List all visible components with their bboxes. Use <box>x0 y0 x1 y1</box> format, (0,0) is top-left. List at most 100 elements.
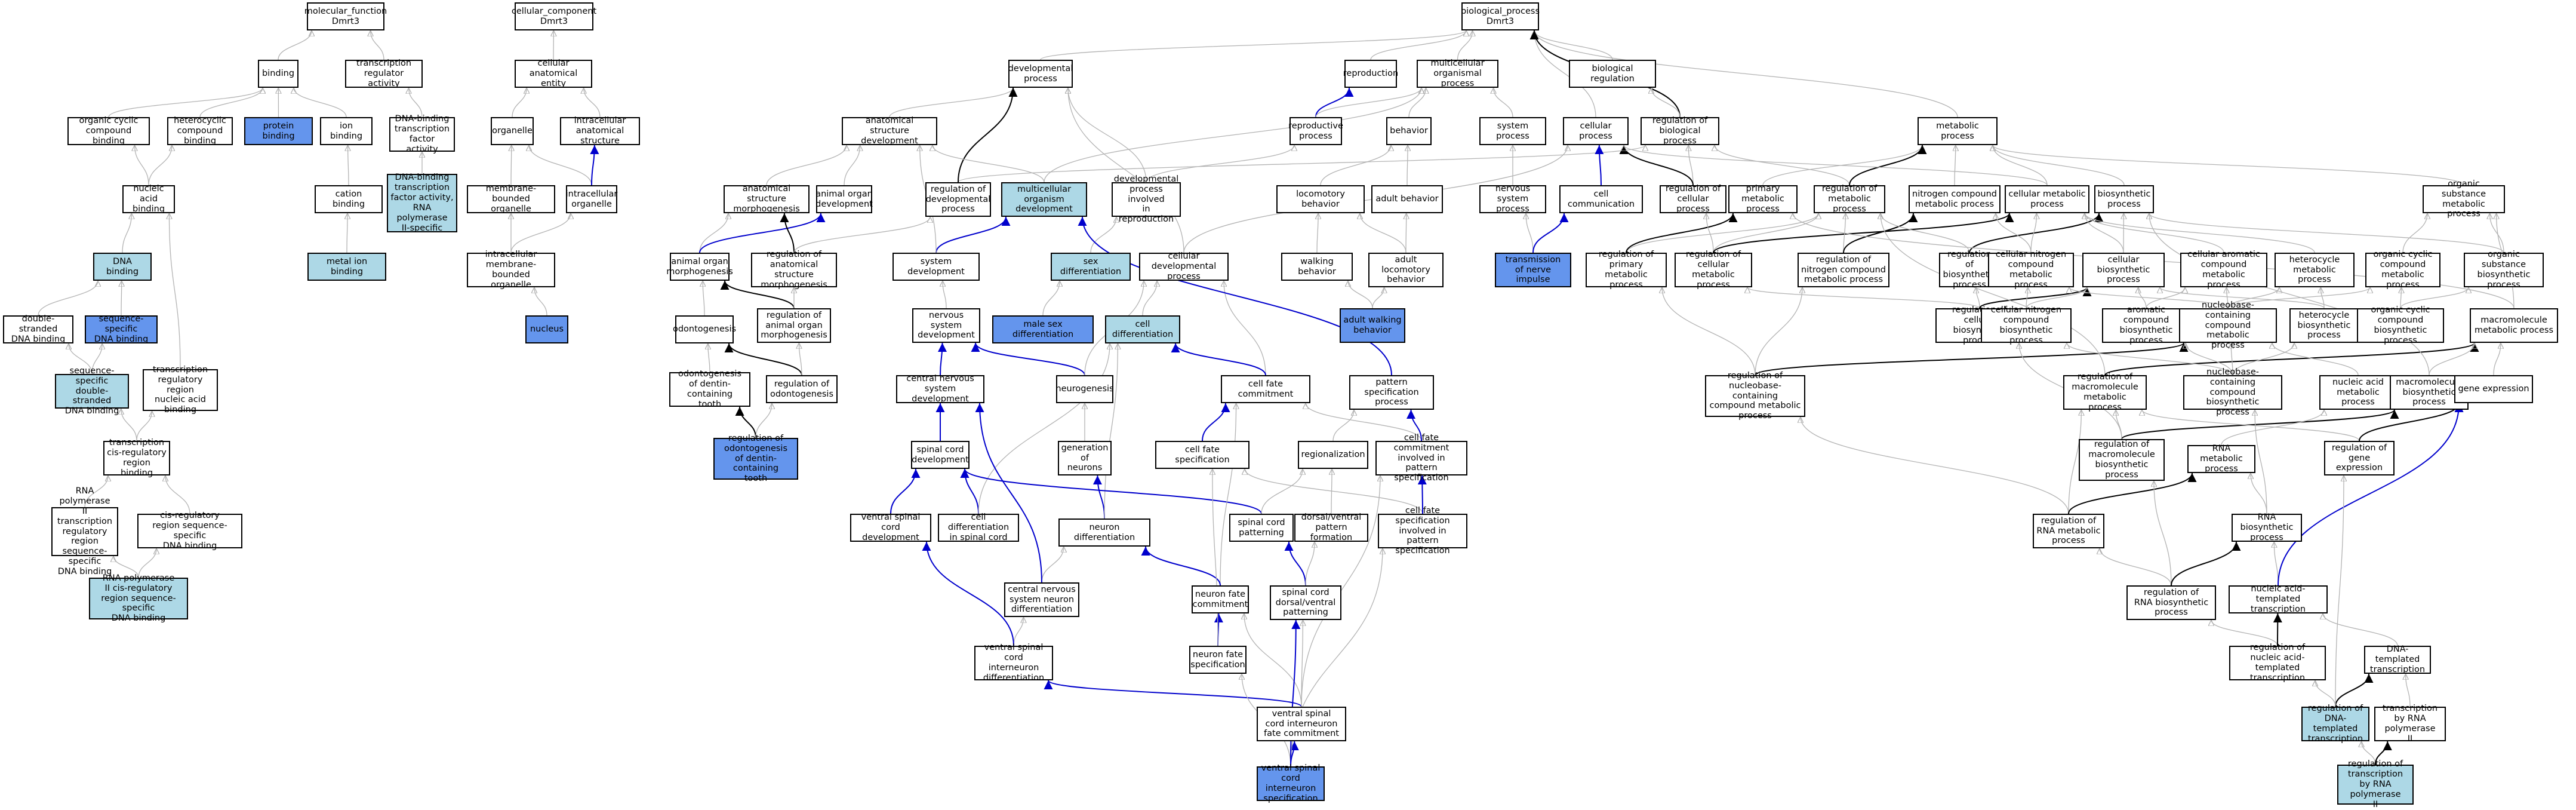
node-sysproc[interactable]: system process <box>1479 117 1546 145</box>
node-devrepro[interactable]: developmental process involved in reprod… <box>1112 182 1181 217</box>
node-dbtfa[interactable]: DNA-binding transcription factor activit… <box>389 117 455 152</box>
node-nbcbp[interactable]: nucleobase-containing compound biosynthe… <box>2183 375 2282 410</box>
node-regtrp2[interactable]: regulation of transcription by RNA polym… <box>2337 765 2414 805</box>
node-mso[interactable]: male sex differentiation <box>992 315 1094 343</box>
node-sexdiff[interactable]: sex differentiation <box>1051 253 1131 281</box>
node-aom[interactable]: animal organ morphogenesis <box>670 253 730 281</box>
node-nsp[interactable]: nervous system process <box>1479 185 1546 213</box>
node-bp[interactable]: biological_process Dmrt3 <box>1461 2 1539 30</box>
node-acbp[interactable]: aromatic compound biosynthetic process <box>2102 308 2190 343</box>
node-regcmp[interactable]: regulation of cellular metabolic process <box>1675 253 1752 287</box>
node-patspec[interactable]: pattern specification process <box>1349 375 1434 410</box>
node-binding[interactable]: binding <box>258 60 298 88</box>
node-intraanat[interactable]: intracellular anatomical structure <box>560 117 640 145</box>
node-trcrb[interactable]: transcription cis-regulatory region bind… <box>103 441 170 475</box>
node-metproc[interactable]: metabolic process <box>1918 117 1998 145</box>
node-rnabiosyn[interactable]: RNA biosynthetic process <box>2232 514 2302 542</box>
node-dnabind[interactable]: DNA binding <box>93 253 152 281</box>
node-cnsd[interactable]: central nervous system development <box>896 375 984 403</box>
node-nucmet[interactable]: nucleic acid metabolic process <box>2319 375 2397 410</box>
node-regnbcmp[interactable]: regulation of nucleobase-containing comp… <box>1705 375 1805 417</box>
node-osbp[interactable]: organic substance biosynthetic process <box>2464 253 2544 287</box>
node-cae[interactable]: cellular anatomical entity <box>515 60 592 88</box>
node-regional[interactable]: regionalization <box>1298 441 1368 469</box>
node-regodonto[interactable]: regulation of odontogenesis <box>766 375 838 403</box>
node-cfc[interactable]: cell fate commitment <box>1221 375 1310 403</box>
node-regasm[interactable]: regulation of anatomical structure morph… <box>751 253 837 287</box>
node-cfspec[interactable]: cell fate specification <box>1155 441 1249 469</box>
node-cncmp[interactable]: cellular nitrogen compound metabolic pro… <box>1988 253 2074 287</box>
node-nsd[interactable]: nervous system development <box>912 308 980 343</box>
node-scd[interactable]: spinal cord development <box>911 441 970 469</box>
node-sysdev[interactable]: system development <box>892 253 980 281</box>
node-organelle[interactable]: organelle <box>491 117 534 145</box>
node-vscd[interactable]: ventral spinal cord development <box>850 514 931 542</box>
node-locobeh[interactable]: locomotory behavior <box>1276 185 1365 213</box>
node-hetbiosyn[interactable]: heterocycle biosynthetic process <box>2289 308 2359 343</box>
node-trreg[interactable]: transcription regulator activity <box>345 60 423 88</box>
node-trp2[interactable]: transcription by RNA polymerase II <box>2374 707 2446 741</box>
node-adultloco[interactable]: adult locomotory behavior <box>1368 253 1444 287</box>
node-vscid[interactable]: ventral spinal cord interneuron differen… <box>974 646 1053 680</box>
node-behavior[interactable]: behavior <box>1386 117 1432 145</box>
node-regodontodct[interactable]: regulation of odontogenesis of dentin-co… <box>713 438 798 480</box>
node-hetmet[interactable]: heterocycle metabolic process <box>2275 253 2355 287</box>
node-tni[interactable]: transmission of nerve impulse <box>1495 253 1571 287</box>
node-regdtt[interactable]: regulation of DNA-templated transcriptio… <box>2301 707 2369 741</box>
node-regmet[interactable]: regulation of metabolic process <box>1814 185 1885 213</box>
node-adultbeh[interactable]: adult behavior <box>1371 185 1443 213</box>
node-cellcomm[interactable]: cell communication <box>1559 185 1643 213</box>
node-odontodct[interactable]: odontogenesis of dentin-containing tooth <box>669 372 750 407</box>
node-natt[interactable]: nucleic acid-templated transcription <box>2229 585 2328 613</box>
node-cfcps[interactable]: cell fate commitment involved in pattern… <box>1375 441 1467 475</box>
node-trrnab[interactable]: transcription regulatory region nucleic … <box>143 369 218 411</box>
node-mf[interactable]: molecular_function Dmrt3 <box>307 2 384 30</box>
node-regmacrobiosyn[interactable]: regulation of macromolecule biosynthetic… <box>2079 439 2165 481</box>
node-regaom[interactable]: regulation of animal organ morphogenesis <box>757 308 831 343</box>
node-rnapol2cis[interactable]: RNA polymerase II cis-regulatory region … <box>89 578 188 619</box>
node-regrnamet[interactable]: regulation of RNA metabolic process <box>2033 514 2104 548</box>
node-ssdsdna[interactable]: sequence-specific double-stranded DNA bi… <box>55 374 129 409</box>
node-asd[interactable]: anatomical structure development <box>842 117 937 145</box>
node-ssdna[interactable]: sequence-specific DNA binding <box>85 315 158 343</box>
node-mbo[interactable]: membrane-bounded organelle <box>467 185 555 213</box>
node-dvpat[interactable]: dorsal/ventral pattern formation <box>1294 514 1368 542</box>
node-occmp[interactable]: organic cyclic compound metabolic proces… <box>2365 253 2440 287</box>
node-rnapol2[interactable]: RNA polymerase II transcription regulato… <box>51 507 118 556</box>
node-ionbind[interactable]: ion binding <box>320 117 373 145</box>
node-macromet[interactable]: macromolecule metabolic process <box>2470 308 2558 343</box>
node-rnamet[interactable]: RNA metabolic process <box>2187 445 2255 473</box>
node-hetcyc[interactable]: heterocyclic compound binding <box>167 117 233 145</box>
node-nfs[interactable]: neuron fate specification <box>1189 646 1247 674</box>
node-nucacid[interactable]: nucleic acid binding <box>122 185 175 213</box>
node-cnsnd[interactable]: central nervous system neuron differenti… <box>1004 582 1079 617</box>
node-aod[interactable]: animal organ development <box>816 185 872 213</box>
node-nucleus[interactable]: nucleus <box>525 315 568 343</box>
node-regncmp[interactable]: regulation of nitrogen compound metaboli… <box>1798 253 1889 287</box>
node-scdvp[interactable]: spinal cord dorsal/ventral patterning <box>1270 585 1341 620</box>
node-cdsc[interactable]: cell differentiation in spinal cord <box>938 514 1019 542</box>
node-cellproc[interactable]: cellular process <box>1563 117 1629 145</box>
node-celldiff[interactable]: cell differentiation <box>1105 315 1180 343</box>
node-cfsps[interactable]: cell fate specification involved in patt… <box>1378 514 1467 548</box>
node-crrssdna[interactable]: cis-regulatory region sequence-specific … <box>137 514 242 548</box>
node-regdev[interactable]: regulation of developmental process <box>925 182 991 217</box>
node-vscis[interactable]: ventral spinal cord interneuron specific… <box>1257 766 1325 801</box>
node-reprop[interactable]: reproductive process <box>1289 117 1342 145</box>
node-devproc[interactable]: developmental process <box>1008 60 1073 88</box>
node-dtt[interactable]: DNA-templated transcription <box>2364 646 2431 674</box>
node-nbcmp[interactable]: nucleobase-containing compound metabolic… <box>2179 308 2277 343</box>
node-metalion[interactable]: metal ion binding <box>307 253 386 281</box>
node-regbio[interactable]: regulation of biological process <box>1641 117 1719 145</box>
node-repro[interactable]: reproduction <box>1344 60 1397 88</box>
node-asm[interactable]: anatomical structure morphogenesis <box>724 185 810 213</box>
node-protbind[interactable]: protein binding <box>244 117 313 145</box>
node-neurogen[interactable]: neurogenesis <box>1056 375 1113 403</box>
node-cationbind[interactable]: cation binding <box>315 185 383 213</box>
node-bioreg[interactable]: biological regulation <box>1569 60 1656 88</box>
node-walkbeh[interactable]: walking behavior <box>1281 253 1353 281</box>
node-primmet[interactable]: primary metabolic process <box>1728 185 1798 213</box>
node-vscifc[interactable]: ventral spinal cord interneuron fate com… <box>1257 707 1346 741</box>
node-regmacro[interactable]: regulation of macromolecule metabolic pr… <box>2063 375 2147 410</box>
node-regrnabiosyn[interactable]: regulation of RNA biosynthetic process <box>2126 585 2216 620</box>
